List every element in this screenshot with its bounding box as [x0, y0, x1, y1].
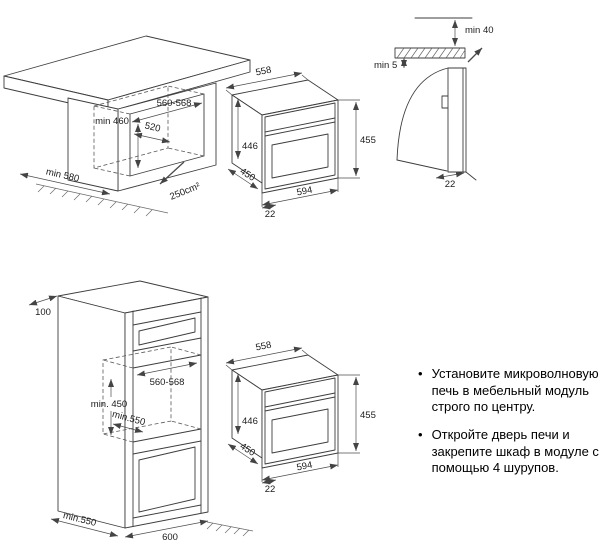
shelf-clearance-label: min 5 [374, 60, 397, 71]
vent-area-label: 250cm² [168, 181, 202, 203]
niche-width-label: 560-568 [150, 377, 185, 388]
overlap-label: 22 [265, 484, 276, 495]
niche-height-label: min. 450 [91, 399, 127, 410]
niche-height-label: min 460 [95, 116, 129, 127]
list-item: • Установите микроволновую печь в мебель… [418, 366, 602, 416]
top-clearance-label: min 40 [465, 25, 494, 36]
instruction-text: Откройте дверь печи и закрепите шкаф в м… [431, 426, 599, 476]
worktop-cutout-diagram: 560-568 min 460 520 min 580 250cm² [3, 35, 251, 217]
base-width-label: 600 [162, 532, 178, 543]
front-height-label: 455 [360, 135, 376, 146]
door-swing-arc [396, 67, 449, 161]
door-offset-label: 22 [445, 179, 456, 190]
body-width-label: 558 [255, 340, 273, 354]
overlap-label: 22 [265, 209, 276, 220]
floor-hatch [35, 183, 169, 217]
lower-door [132, 440, 202, 519]
side-dimensions: min 40 min 5 22 [374, 20, 494, 190]
oven-niche [102, 346, 202, 443]
inner-height-label: 446 [242, 416, 258, 427]
front-width-label: 594 [296, 460, 314, 474]
oven-side-profile [396, 67, 477, 181]
niche-depth-label: 520 [144, 120, 162, 134]
list-item: • Откройте дверь печи и закрепите шкаф в… [418, 427, 602, 477]
oven-dimensions-diagram-bottom: 558 446 450 455 594 22 [225, 340, 376, 495]
niche-width-label: 560-568 [157, 98, 192, 109]
floor-hatch [206, 521, 254, 537]
oven-dimensions-diagram-top: 558 446 450 455 594 22 [225, 65, 376, 220]
side-clearance-diagram: min 40 min 5 22 [374, 17, 494, 190]
shelf-section [394, 17, 473, 59]
oven-dimensions: 558 446 450 455 594 22 [225, 65, 376, 220]
cabinet-carcass [57, 280, 209, 529]
oven-dimensions: 558 446 450 455 594 22 [225, 340, 376, 495]
front-width-label: 594 [296, 185, 314, 199]
top-clearance-label: 100 [35, 307, 51, 318]
front-height-label: 455 [360, 410, 376, 421]
instruction-text: Установите микроволновую печь в мебельны… [431, 366, 599, 415]
vent-arrow [159, 161, 185, 185]
bullet-icon: • [418, 366, 423, 381]
bullet-icon: • [418, 426, 423, 442]
inner-height-label: 446 [242, 141, 258, 152]
installation-instructions: • Установите микроволновую печь в мебель… [418, 366, 602, 488]
top-drawer [132, 311, 202, 352]
tall-cabinet-diagram: 100 560-568 min. 450 min.550 min.550 600 [28, 280, 254, 543]
body-width-label: 558 [255, 65, 273, 79]
hidden-niche-lines [93, 85, 205, 177]
worktop-slab [3, 35, 251, 113]
open-direction-arrow [467, 47, 483, 63]
